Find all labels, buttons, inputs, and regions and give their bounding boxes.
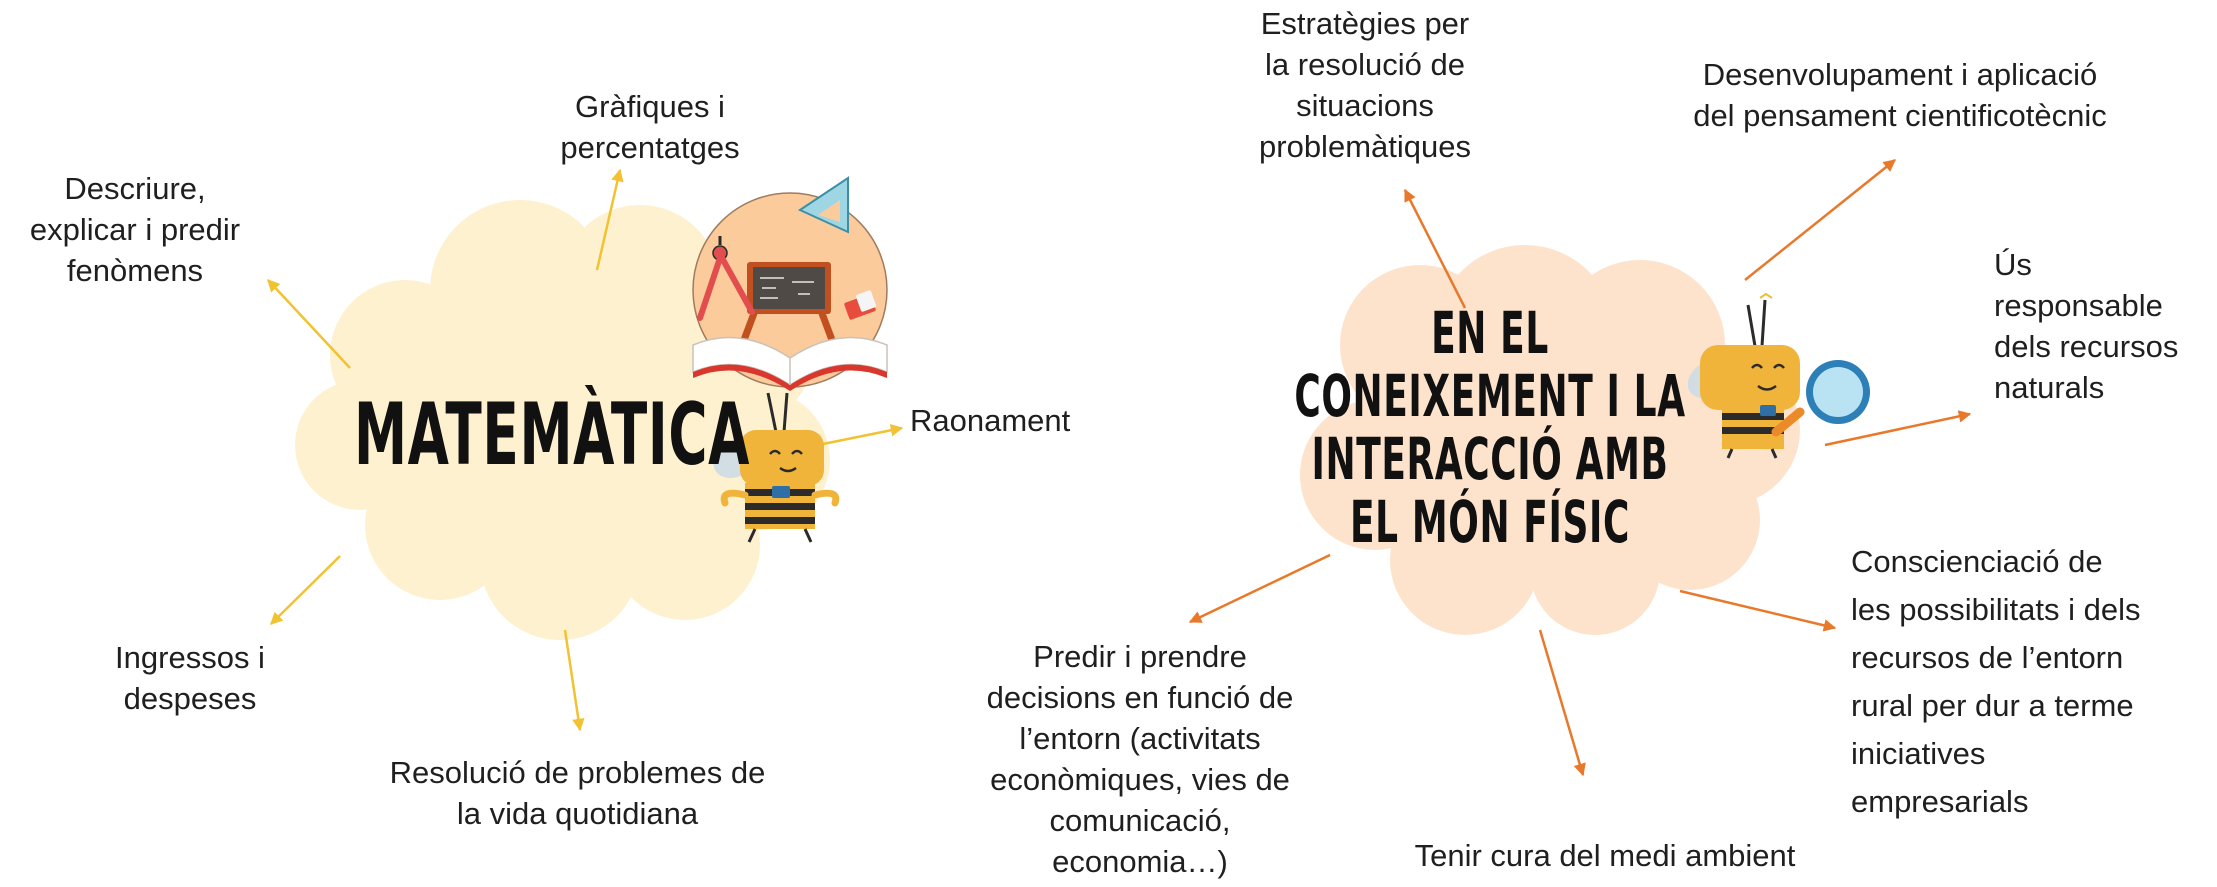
math-illustration: [692, 176, 888, 391]
arrow-tenir: [1538, 629, 1586, 777]
branch-label-desenvolupament: Desenvolupament i aplicació del pensamen…: [1693, 57, 2107, 133]
science-arrows: [1188, 159, 1972, 777]
arrow-desenvolupament: [1744, 159, 1896, 281]
math-arrows: [267, 168, 904, 732]
bee-mascot-science-icon: [1687, 292, 1870, 459]
science-title: EN EL CONEIXEMENT I LA INTERACCIÓ AMB EL…: [1294, 299, 1686, 556]
branch-label-estrategies: Estratègies per la resolució de situacio…: [1259, 6, 1471, 164]
math-title: MATEMÀTICA: [354, 385, 750, 485]
branch-label-grafiques: Gràfiques i percentatges: [560, 89, 740, 165]
branch-label-ingressos: Ingressos i despeses: [115, 640, 265, 716]
branch-label-resolucio: Resolució de problemes de la vida quotid…: [389, 755, 766, 831]
book-icon: [692, 336, 888, 391]
arrow-ingressos: [270, 555, 341, 625]
arrow-grafiques: [595, 168, 624, 271]
arrow-resolucio: [563, 629, 585, 732]
eraser-icon: [844, 290, 877, 320]
branch-label-predir: Predir i prendre decisions en funció de …: [986, 639, 1294, 879]
magnifying-glass-icon: [1771, 360, 1870, 437]
arrow-us: [1824, 410, 1972, 447]
branch-label-conscienciacio: Conscienciació de les possibilitats i de…: [1851, 544, 2141, 819]
bee-mascot-math-icon: [713, 392, 840, 543]
arrow-predir: [1188, 553, 1331, 624]
branch-label-us: Ús responsable dels recursos naturals: [1994, 247, 2179, 405]
chalkboard-icon: [740, 262, 836, 344]
arrow-descriure: [267, 279, 351, 369]
arrow-raonament: [822, 424, 904, 446]
branch-label-raonament: Raonament: [910, 403, 1071, 438]
set-square-icon: [797, 176, 849, 234]
arrow-estrategies: [1403, 188, 1467, 309]
compass-icon: [697, 236, 755, 321]
arrow-conscienciacio: [1679, 589, 1837, 632]
branch-label-tenir: Tenir cura del medi ambient: [1414, 838, 1796, 873]
branch-label-descriure: Descriure, explicar i predir fenòmens: [29, 171, 241, 288]
